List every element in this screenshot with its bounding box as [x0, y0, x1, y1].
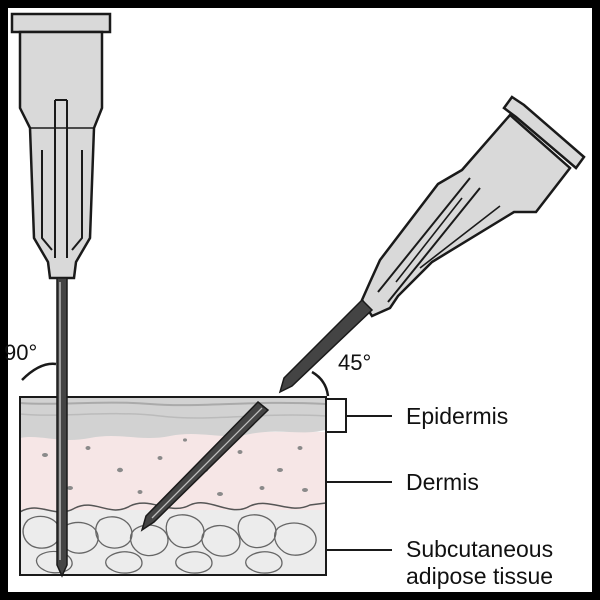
angle-90-label: 90°: [4, 340, 37, 365]
epidermis-label: Epidermis: [406, 403, 508, 429]
angle-45-label: 45°: [338, 350, 371, 375]
vertical-hub-cap: [10, 12, 112, 34]
oblique-hub-cap: [502, 95, 586, 170]
vertical-hub-inner-right: [71, 150, 83, 251]
oblique-hub-inner: [395, 197, 501, 283]
dermis-label: Dermis: [406, 469, 479, 495]
vertical-needle-shaft: [56, 277, 68, 578]
vertical-hub-bore: [54, 99, 68, 258]
adipose-tissue-label: adipose tissue: [406, 563, 553, 589]
epidermis-layer: [20, 397, 326, 440]
subcutaneous-label: Subcutaneous: [406, 536, 553, 562]
oblique-needle-highlight: [151, 407, 263, 519]
vertical-hub-inner-left: [41, 150, 53, 251]
skin-outline: [19, 396, 327, 576]
oblique-needle-shaft-upper: [278, 298, 374, 394]
oblique-hub-body: [360, 113, 572, 318]
oblique-hub-bore: [377, 177, 481, 303]
needle-90-degree: [10, 12, 112, 578]
oblique-angle-arc: [311, 370, 330, 397]
needle-45-degree: [140, 95, 586, 532]
skin-block: [20, 397, 326, 575]
adipose-cells: [22, 514, 317, 574]
vertical-angle-arc: [21, 362, 57, 381]
layer-leaders: [326, 398, 392, 551]
